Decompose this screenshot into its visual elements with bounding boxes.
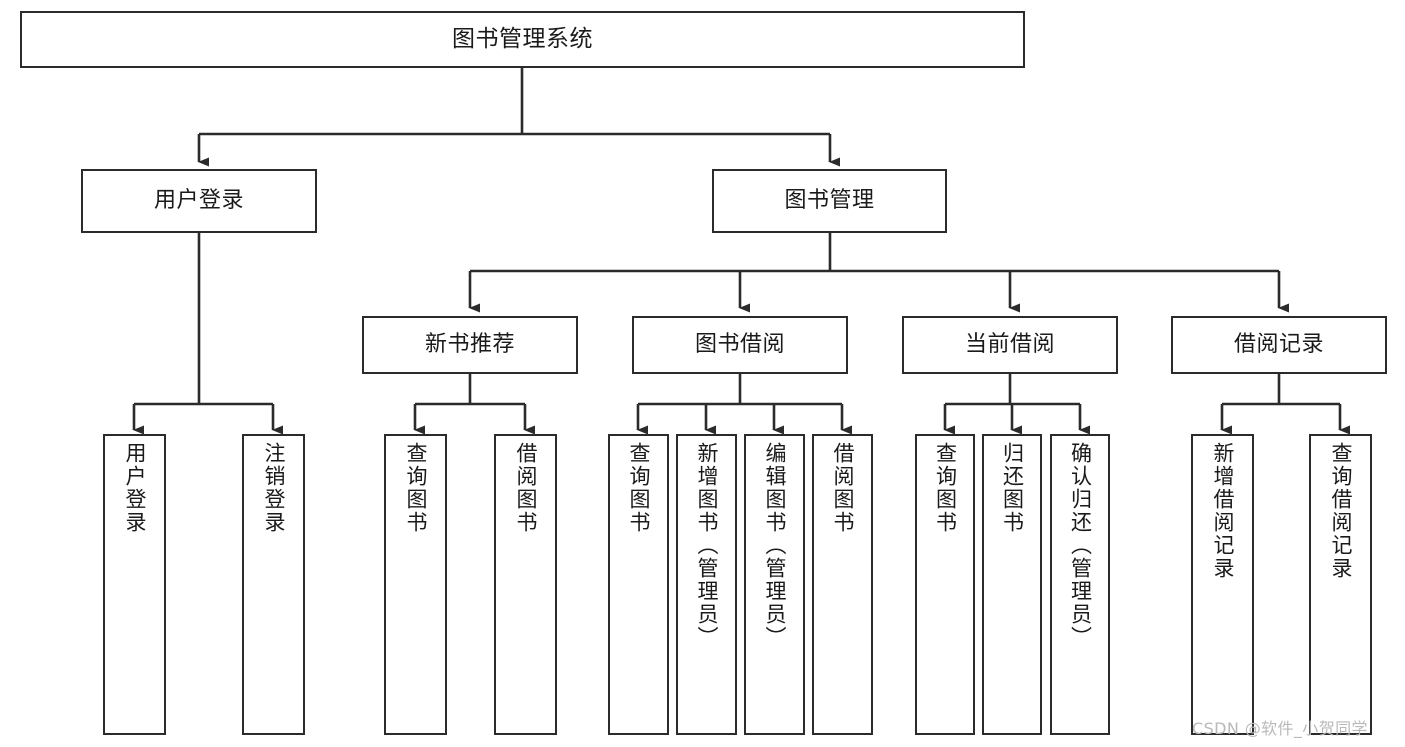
leaf-new-book-query[interactable]: 查询图书 — [384, 434, 447, 735]
node-root-system[interactable]: 图书管理系统 — [20, 11, 1025, 68]
leaf-borrow-query-book[interactable]: 查询图书 — [608, 434, 669, 735]
node-label: 查询图书 — [403, 442, 428, 534]
leaf-new-book-borrow[interactable]: 借阅图书 — [494, 434, 557, 735]
node-book-management[interactable]: 图书管理 — [712, 169, 947, 233]
leaf-user-login-login[interactable]: 用户登录 — [103, 434, 166, 735]
node-book-borrow[interactable]: 图书借阅 — [632, 316, 848, 374]
node-label: 查询图书 — [626, 442, 651, 534]
leaf-record-query-record[interactable]: 查询借阅记录 — [1309, 434, 1372, 735]
node-label: 新书推荐 — [424, 332, 515, 358]
leaf-current-query-book[interactable]: 查询图书 — [915, 434, 975, 735]
node-borrow-record[interactable]: 借阅记录 — [1171, 316, 1387, 374]
node-current-borrow[interactable]: 当前借阅 — [902, 316, 1118, 374]
node-new-book-recommend[interactable]: 新书推荐 — [362, 316, 578, 374]
node-label: 归还图书 — [1000, 442, 1025, 534]
leaf-borrow-edit-book-admin[interactable]: 编辑图书（管理员） — [744, 434, 805, 735]
node-label: 借阅图书 — [513, 442, 538, 534]
node-label: 编辑图书（管理员） — [762, 442, 787, 649]
leaf-borrow-add-book-admin[interactable]: 新增图书（管理员） — [676, 434, 737, 735]
node-label: 注销登录 — [261, 442, 286, 534]
node-label: 新增借阅记录 — [1210, 442, 1235, 580]
leaf-current-confirm-return-admin[interactable]: 确认归还（管理员） — [1050, 434, 1110, 735]
node-label: 图书借阅 — [694, 332, 785, 358]
node-label: 借阅图书 — [830, 442, 855, 534]
node-label: 图书管理 — [784, 188, 875, 214]
node-user-login[interactable]: 用户登录 — [81, 169, 317, 233]
node-label: 当前借阅 — [964, 332, 1055, 358]
node-label: 图书管理系统 — [452, 26, 593, 53]
leaf-user-login-logout[interactable]: 注销登录 — [242, 434, 305, 735]
leaf-borrow-borrow-book[interactable]: 借阅图书 — [812, 434, 873, 735]
node-label: 用户登录 — [153, 188, 244, 214]
node-label: 查询借阅记录 — [1328, 442, 1353, 580]
node-label: 新增图书（管理员） — [694, 442, 719, 649]
node-label: 查询图书 — [933, 442, 958, 534]
leaf-current-return-book[interactable]: 归还图书 — [982, 434, 1042, 735]
csdn-watermark: CSDN @软件_小贺同学 — [1192, 719, 1368, 738]
leaf-record-add-record[interactable]: 新增借阅记录 — [1191, 434, 1254, 735]
node-label: 确认归还（管理员） — [1068, 442, 1093, 649]
node-label: 用户登录 — [122, 442, 147, 534]
node-label: 借阅记录 — [1233, 332, 1324, 358]
